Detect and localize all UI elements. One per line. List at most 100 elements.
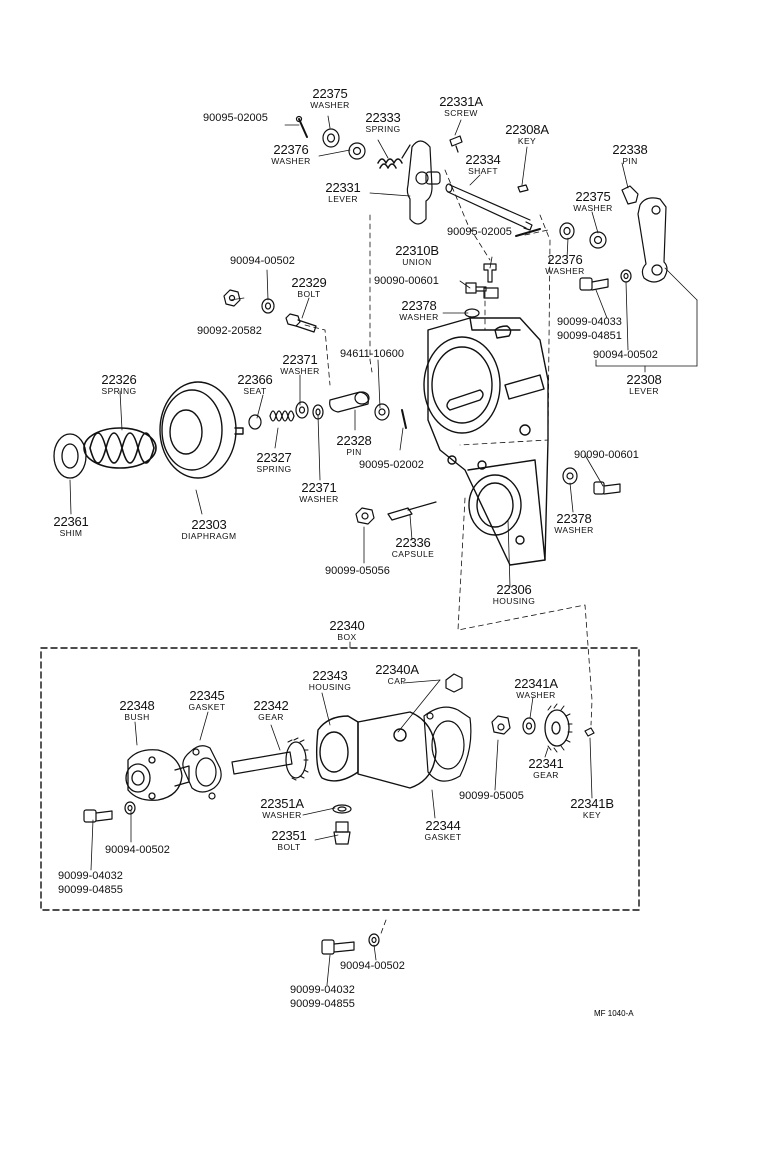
label-90099-04032-box: 90099-04032 (58, 870, 123, 882)
washer-90094-00502-left (261, 298, 275, 314)
housing-22306 (423, 317, 549, 566)
washer-90094-00502-box (124, 801, 136, 815)
gear-22341 (544, 703, 573, 753)
washer-94611-10600 (374, 403, 390, 421)
label-90094-00502-right: 90094-00502 (593, 349, 658, 361)
pin-90095-02005-top (295, 115, 308, 138)
label-90099-05005: 90099-05005 (459, 790, 524, 802)
dashed-alignment-lines (304, 169, 593, 937)
screw-22331A (449, 135, 463, 153)
nut-90099-05005 (491, 715, 511, 735)
pin-90095-02005-mid (515, 228, 541, 237)
spring-22327 (269, 410, 295, 422)
cap-22340A (445, 673, 463, 693)
label-90099-04855-bottom: 90099-04855 (290, 998, 355, 1010)
bolt-90090-00601-right (593, 481, 621, 495)
spring-22326 (83, 427, 157, 469)
pin-22328 (329, 391, 370, 413)
union-22310B (483, 263, 499, 299)
spring-22333 (377, 144, 411, 169)
washer-22371-lower (312, 404, 324, 420)
label-90090-00601-right: 90090-00601 (574, 449, 639, 461)
label-90099-04033: 90099-04033 (557, 316, 622, 328)
bolt-90099-04032-bottom (321, 939, 355, 955)
seat-22366 (248, 414, 262, 430)
bolt-90099-04033 (579, 277, 609, 291)
shaft-22334 (445, 183, 533, 231)
key-22341B (584, 727, 595, 737)
label-90095-02002: 90095-02002 (359, 459, 424, 471)
label-90099-04855-box: 90099-04855 (58, 884, 123, 896)
washer-22376-right (559, 222, 575, 240)
gasket-22344 (423, 706, 472, 782)
gear-22342 (231, 737, 309, 781)
label-90092-20582: 90092-20582 (197, 325, 262, 337)
diaphragm-22303 (159, 381, 244, 479)
lever-22331 (406, 140, 441, 225)
washer-22378-top (464, 308, 480, 318)
housing-22343 (315, 711, 437, 789)
bolt-90099-04032-box (83, 809, 113, 823)
label-90094-00502-bottom: 90094-00502 (340, 960, 405, 972)
leader-lines (69, 115, 698, 986)
key-22308A (517, 184, 529, 193)
label-90090-00601-top: 90090-00601 (374, 275, 439, 287)
nut-90099-05056 (355, 507, 375, 525)
bush-22348 (125, 749, 190, 801)
pin-90095-02002 (401, 409, 407, 429)
label-90099-04032-bottom: 90099-04032 (290, 984, 355, 996)
washer-22341A (522, 717, 536, 735)
washer-90094-00502-bottom (368, 933, 380, 947)
lever-22308 (637, 197, 668, 283)
nut-90092-20582 (223, 289, 241, 307)
pin-22338 (621, 185, 639, 205)
label-94611-10600: 94611-10600 (340, 348, 405, 360)
washer-90094-00502-right (620, 269, 632, 283)
figure-reference: MF 1040-A (594, 1009, 634, 1018)
washer-22371-upper (295, 401, 309, 419)
shim-22361 (53, 433, 87, 479)
washer-22375-right (589, 231, 607, 249)
label-90099-04851: 90099-04851 (557, 330, 622, 342)
washer-22378-right (562, 467, 578, 485)
bolt-22351 (333, 821, 351, 845)
label-90095-02005-mid: 90095-02005 (447, 226, 512, 238)
label-90094-00502-left: 90094-00502 (230, 255, 295, 267)
